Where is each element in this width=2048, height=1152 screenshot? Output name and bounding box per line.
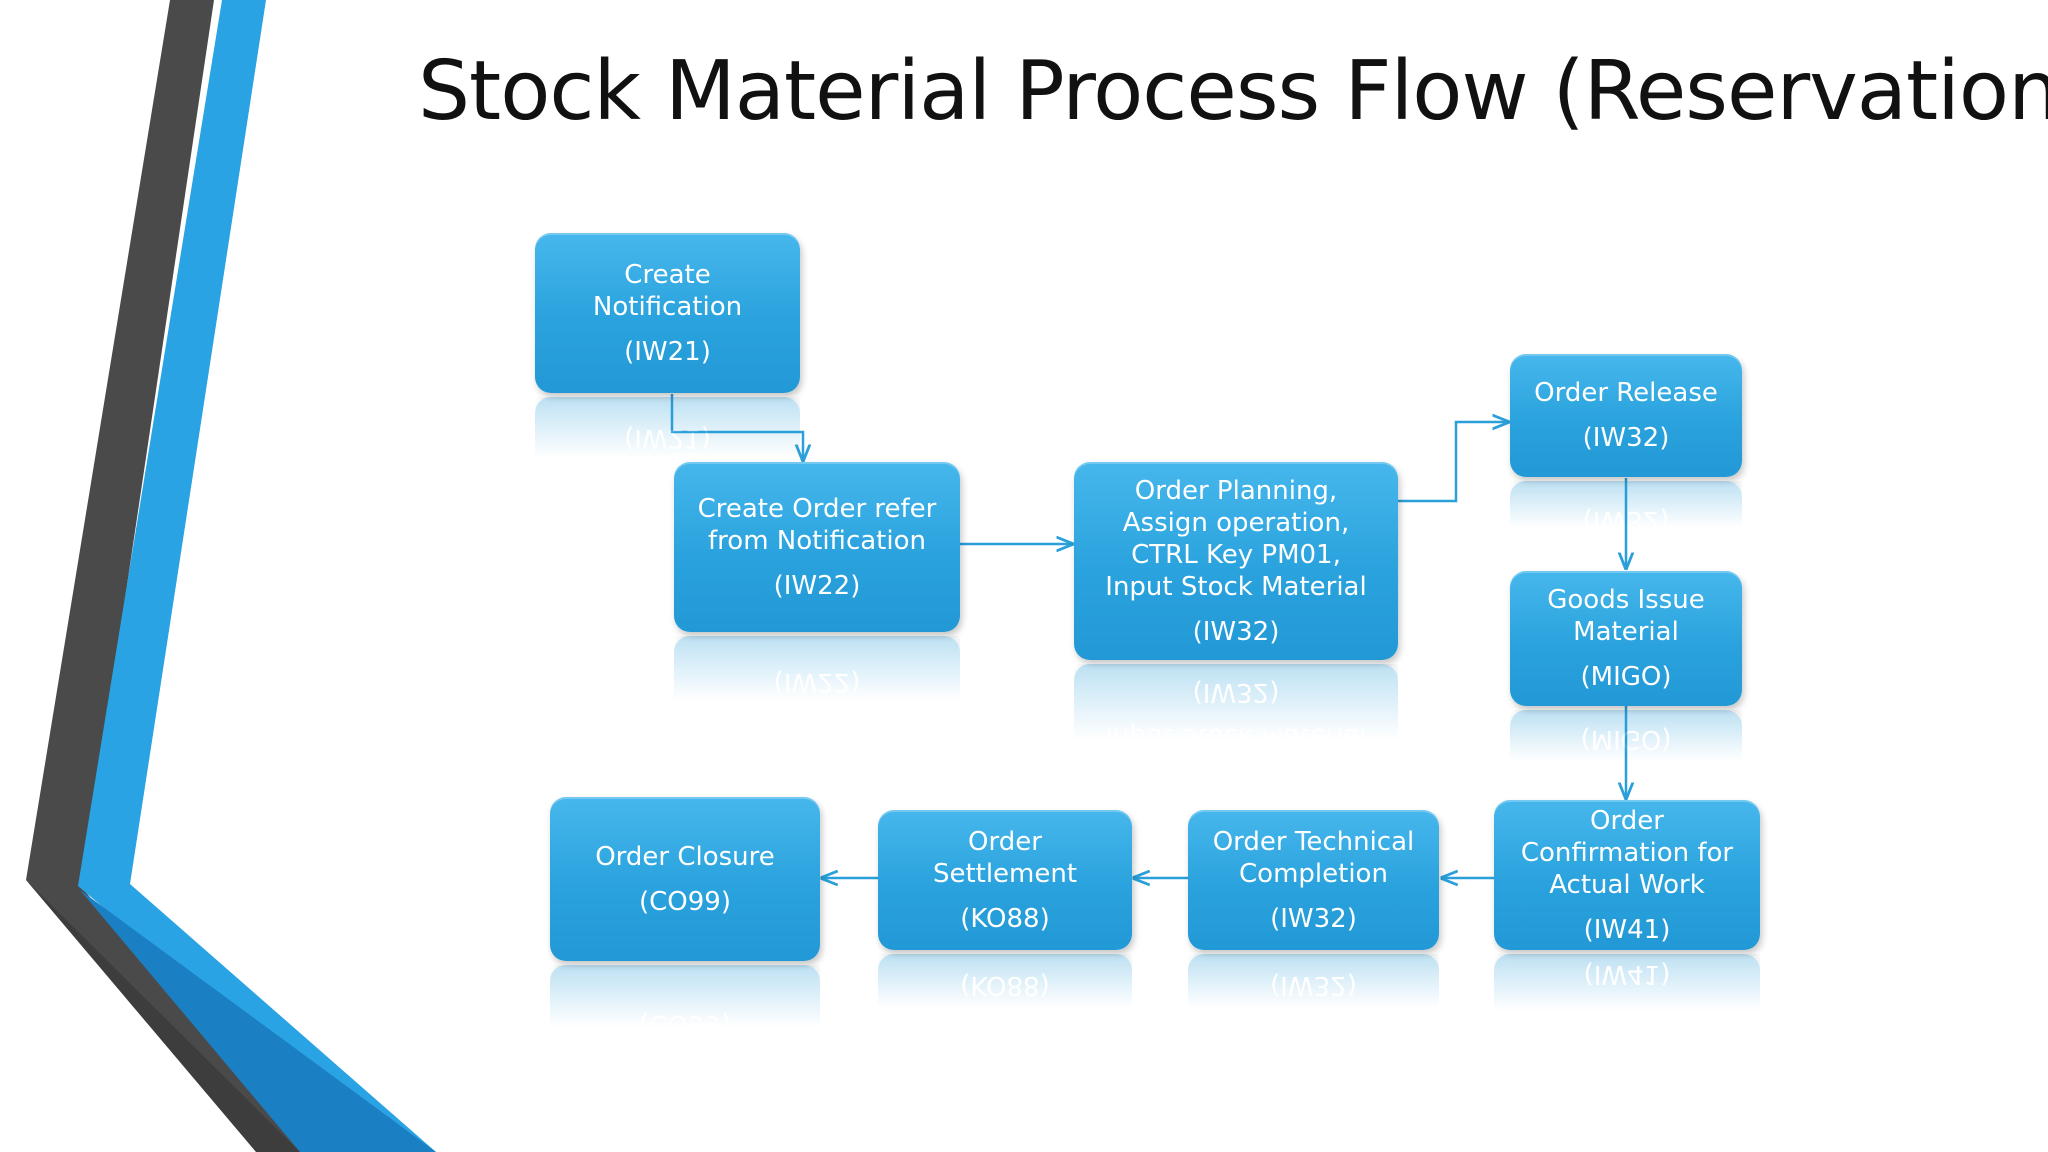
step-label: Order Planning, Assign operation, CTRL K… bbox=[1105, 475, 1367, 602]
step-label: Order Settlement bbox=[932, 826, 1078, 889]
dark-gray-corner bbox=[26, 880, 300, 1152]
step-label: Create Order refer from Notification bbox=[697, 493, 937, 556]
step-code: (IW32) bbox=[1192, 616, 1280, 647]
connector-notification-to-order bbox=[670, 394, 803, 460]
step-code: (IW41) bbox=[1583, 914, 1671, 945]
step-code: (KO88) bbox=[960, 903, 1050, 934]
step-label: Goods Issue Material bbox=[1547, 585, 1705, 647]
step-label: Order Technical Completion bbox=[1212, 826, 1415, 889]
step-goods-issue: Goods Issue Material (MIGO) bbox=[1510, 571, 1742, 706]
step-code: (IW32) bbox=[1582, 423, 1670, 453]
step-create-order: Create Order refer from Notification (IW… bbox=[674, 462, 960, 632]
blue-band bbox=[78, 0, 436, 1152]
step-order-release: Order Release (IW32) bbox=[1510, 354, 1742, 477]
step-order-settlement: Order Settlement (KO88) bbox=[878, 810, 1132, 950]
step-code: (IW21) bbox=[624, 336, 711, 367]
step-code: (MIGO) bbox=[1580, 662, 1672, 692]
step-label: Order Release bbox=[1534, 378, 1718, 408]
step-label: Order Confirmation for Actual Work bbox=[1520, 805, 1734, 900]
dark-blue-corner bbox=[80, 890, 436, 1152]
dark-gray-band bbox=[26, 0, 312, 1152]
step-code: (IW22) bbox=[773, 570, 861, 601]
step-technical-completion: Order Technical Completion (IW32) bbox=[1188, 810, 1439, 950]
step-order-confirmation: Order Confirmation for Actual Work (IW41… bbox=[1494, 800, 1760, 950]
connector-planning-to-release bbox=[1398, 422, 1508, 503]
step-code: (CO99) bbox=[639, 886, 731, 917]
page-title: Stock Material Process Flow (Reservation… bbox=[418, 44, 2048, 139]
step-label: Create Notification bbox=[592, 259, 743, 322]
step-label: Order Closure bbox=[595, 841, 775, 872]
step-order-planning: Order Planning, Assign operation, CTRL K… bbox=[1074, 462, 1398, 660]
step-order-closure: Order Closure (CO99) bbox=[550, 797, 820, 961]
step-code: (IW32) bbox=[1270, 903, 1357, 934]
step-create-notification: Create Notification (IW21) bbox=[535, 233, 800, 393]
